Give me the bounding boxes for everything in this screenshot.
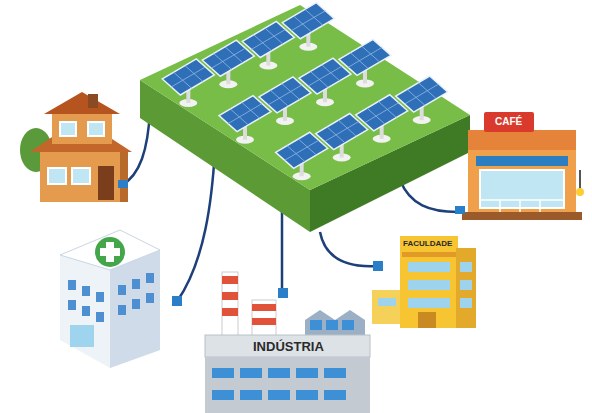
solar-panel-part <box>251 29 285 49</box>
solar-panel-part <box>285 140 319 160</box>
solar-panel-part <box>291 11 325 31</box>
cafe <box>455 112 584 220</box>
industry <box>205 272 370 413</box>
solar-panel-part <box>308 66 342 86</box>
solar-panel-part <box>405 84 439 104</box>
solar-panel-part <box>365 103 399 123</box>
house <box>20 92 132 202</box>
solar-panel-part <box>348 47 382 67</box>
hospital <box>60 230 182 368</box>
faculdade <box>372 236 476 328</box>
cafe-sign: CAFÉ <box>495 117 522 127</box>
solar-panel-part <box>228 104 262 124</box>
solar-panels <box>162 3 447 181</box>
solar-platform <box>140 5 470 232</box>
solar-panel-part <box>211 48 245 68</box>
solar-panel-part <box>171 67 205 87</box>
solar-panel-part <box>396 76 448 112</box>
solar-panel-part <box>268 85 302 105</box>
solar-panel-part <box>325 122 359 142</box>
solar-panel-part <box>282 3 334 39</box>
faculdade-sign: FACULDADE <box>403 240 452 248</box>
industria-sign: INDÚSTRIA <box>253 340 324 353</box>
solar-panel-part <box>339 39 391 75</box>
